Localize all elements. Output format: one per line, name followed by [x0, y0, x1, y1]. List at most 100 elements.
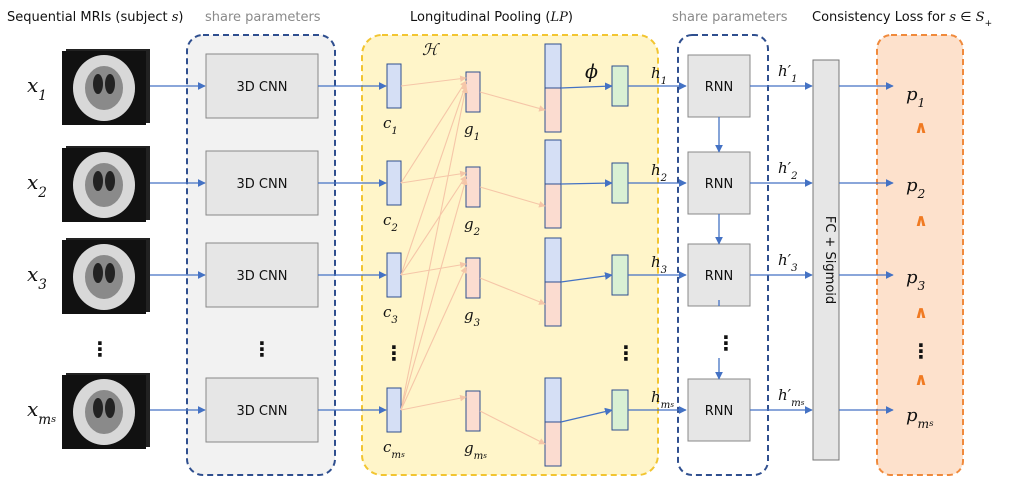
cnn-dots: ⋮ — [252, 337, 272, 361]
output-label-4-base: p — [906, 405, 918, 426]
arrow-c3-g3 — [400, 261, 467, 276]
concat-bottom-4 — [544, 421, 562, 467]
h-label-3-base: h — [651, 253, 661, 271]
input-label-3-sub: 3 — [38, 277, 47, 293]
arrow-g-concat-3 — [479, 277, 546, 305]
h-label-3: h3 — [651, 253, 667, 276]
mri-ventricle-l-1 — [93, 74, 103, 94]
output-label-3-sub: 3 — [918, 279, 926, 293]
hprime-label-1-sub: 1 — [791, 74, 797, 85]
g-label-2-base: g — [464, 215, 474, 233]
h-label-1-base: h — [651, 64, 661, 82]
header-sequential-main: Sequential MRIs (subject — [7, 10, 172, 25]
mri-brain-inner-3 — [85, 255, 123, 299]
arrow-c3-g2 — [400, 175, 467, 276]
hprime-label-4-sub: m — [791, 398, 801, 409]
input-label-2: x2 — [27, 170, 47, 201]
header-consistency-loss: Consistency Loss for s ∈ S+ — [812, 10, 992, 29]
output-panel — [876, 34, 964, 476]
arrow-g-concat-2 — [479, 186, 546, 208]
h-cell-1 — [611, 65, 629, 107]
g-cell-3 — [465, 257, 481, 299]
rnn-label-1: RNN — [705, 80, 733, 95]
g-cell-1 — [465, 71, 481, 113]
c-label-2: c2 — [383, 211, 398, 234]
mri-brain-inner-2 — [85, 163, 123, 207]
output-label-4: pms — [906, 405, 934, 431]
concat-bottom-1 — [544, 87, 562, 133]
arrow-g-concat-4 — [479, 410, 546, 445]
hprime-label-3: h′3 — [778, 251, 798, 274]
c-label-4-sub2: s — [401, 450, 405, 459]
header-set-sub: + — [985, 19, 993, 29]
arrow-c3-g1 — [400, 83, 468, 276]
g-label-4: gms — [464, 439, 487, 462]
hprime-label-2: h′2 — [778, 159, 798, 182]
g-label-1-sub: 1 — [474, 132, 480, 143]
header-pooling-main: Longitudinal Pooling ( — [410, 10, 550, 25]
arrow-concat-h-1 — [560, 82, 613, 91]
order-symbol-1: ∧ — [914, 118, 928, 138]
hprime-label-4: h′ms — [778, 386, 805, 409]
output-label-2-base: p — [906, 175, 918, 196]
rnn-label-2: RNN — [705, 177, 733, 192]
g-label-2-sub: 2 — [473, 227, 480, 238]
output-label-3-base: p — [906, 267, 918, 288]
c-label-3: c3 — [383, 303, 398, 326]
input-label-4-base: x — [27, 397, 38, 421]
fc-sigmoid-label: FC + Sigmoid — [822, 216, 837, 304]
arrow-c4-g4 — [400, 394, 467, 411]
g-label-4-sub2: s — [483, 451, 487, 460]
c-label-4: cms — [383, 438, 405, 461]
concat-top-1 — [544, 43, 562, 89]
output-label-1-sub: 1 — [918, 96, 926, 110]
concat-top-2 — [544, 139, 562, 185]
cnn-label-2: 3D CNN — [237, 177, 288, 192]
g-label-3-base: g — [464, 306, 474, 324]
pool-dots-left: ⋮ — [384, 341, 404, 365]
phi-symbol: ϕ — [585, 61, 598, 83]
mri-ventricle-r-2 — [105, 171, 115, 191]
mri-ventricle-r-3 — [105, 263, 115, 283]
output-dots: ⋮ — [911, 339, 931, 363]
input-label-1-base: x — [27, 73, 38, 97]
g-label-4-sub: m — [474, 451, 484, 462]
concat-bottom-2 — [544, 183, 562, 229]
rnn-dots: ⋮ — [716, 331, 736, 355]
hprime-label-4-base: h′ — [778, 386, 792, 404]
arrow-c4-g2 — [400, 178, 468, 411]
mri-ventricle-r-1 — [105, 74, 115, 94]
g-label-2: g2 — [464, 215, 480, 238]
g-label-4-base: g — [464, 439, 474, 457]
mri-ventricle-l-4 — [93, 398, 103, 418]
h-cell-3 — [611, 254, 629, 296]
cnn-box-4 — [205, 377, 319, 443]
c-cell-1 — [386, 63, 402, 109]
c-label-1: c1 — [383, 114, 398, 137]
g-label-1-base: g — [464, 120, 474, 138]
h-label-4-base: h — [651, 388, 661, 406]
header-in-symbol: ∈ — [956, 10, 976, 25]
g-label-1: g1 — [464, 120, 480, 143]
pool-h-symbol: ℋ — [422, 40, 440, 59]
output-label-3: p3 — [906, 267, 926, 293]
g-label-3-sub: 3 — [474, 318, 480, 329]
input-label-2-base: x — [27, 170, 38, 194]
output-label-2-sub: 2 — [917, 187, 926, 201]
hprime-label-1: h′1 — [778, 62, 798, 85]
hprime-label-4-sub2: s — [801, 398, 805, 407]
h-label-1: h1 — [651, 64, 667, 87]
input-label-1-sub: 1 — [38, 88, 47, 104]
mri-ventricle-l-2 — [93, 171, 103, 191]
arrow-c4-g3 — [400, 266, 467, 411]
input-label-1: x1 — [27, 73, 47, 104]
input-label-4: xms — [27, 397, 56, 428]
input-label-3-base: x — [27, 262, 38, 286]
mri-ventricle-r-4 — [105, 398, 115, 418]
cnn-label-1: 3D CNN — [237, 80, 288, 95]
cnn-label-3: 3D CNN — [237, 269, 288, 284]
header-s-symbol: s — [949, 10, 956, 25]
cnn-box-1 — [205, 53, 319, 119]
